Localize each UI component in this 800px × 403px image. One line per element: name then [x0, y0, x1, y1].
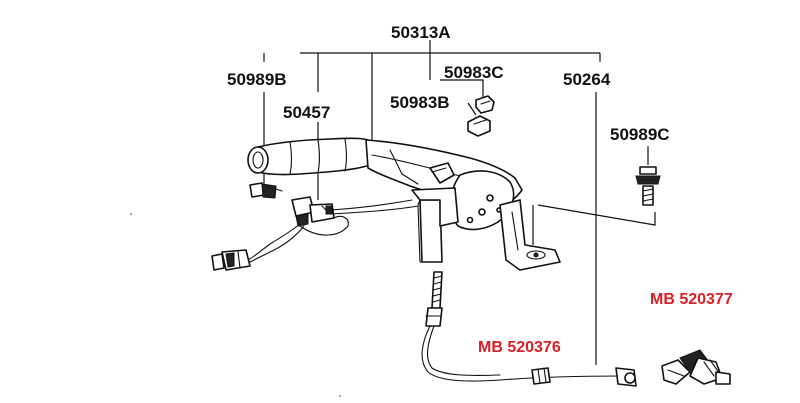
label-part-number-1: MB 520376: [478, 339, 561, 356]
cable-end-assembly-icon: [661, 349, 731, 385]
mounting-bracket: [411, 187, 561, 271]
label-assembly: 50313A: [391, 23, 451, 42]
nut-50983b-icon: [467, 115, 491, 137]
bolt-50989c-icon: [635, 166, 661, 206]
part-labels: 50313A 50989B 50983C 50264 50983B 50457 …: [227, 23, 733, 356]
cable-50264: [421, 271, 637, 387]
nut-50983c-icon: [475, 95, 495, 114]
label-bolt-right: 50989C: [610, 125, 670, 144]
label-nut-c: 50983C: [444, 63, 504, 82]
lever-handle-grip: [247, 137, 371, 176]
decorative-specks: [130, 213, 341, 397]
bolt-50989b-icon: [249, 182, 283, 199]
switch-50457-icon: [291, 196, 419, 227]
wire-harness: [247, 215, 349, 263]
leader-lines: [263, 40, 656, 365]
label-part-number-2: MB 520377: [650, 291, 733, 308]
label-switch: 50457: [283, 103, 330, 122]
lever-arm: [365, 139, 523, 231]
label-cable: 50264: [563, 70, 611, 89]
label-bolt-left: 50989B: [227, 70, 287, 89]
connector-plug-icon: [211, 249, 251, 271]
label-nut-b: 50983B: [390, 93, 450, 112]
